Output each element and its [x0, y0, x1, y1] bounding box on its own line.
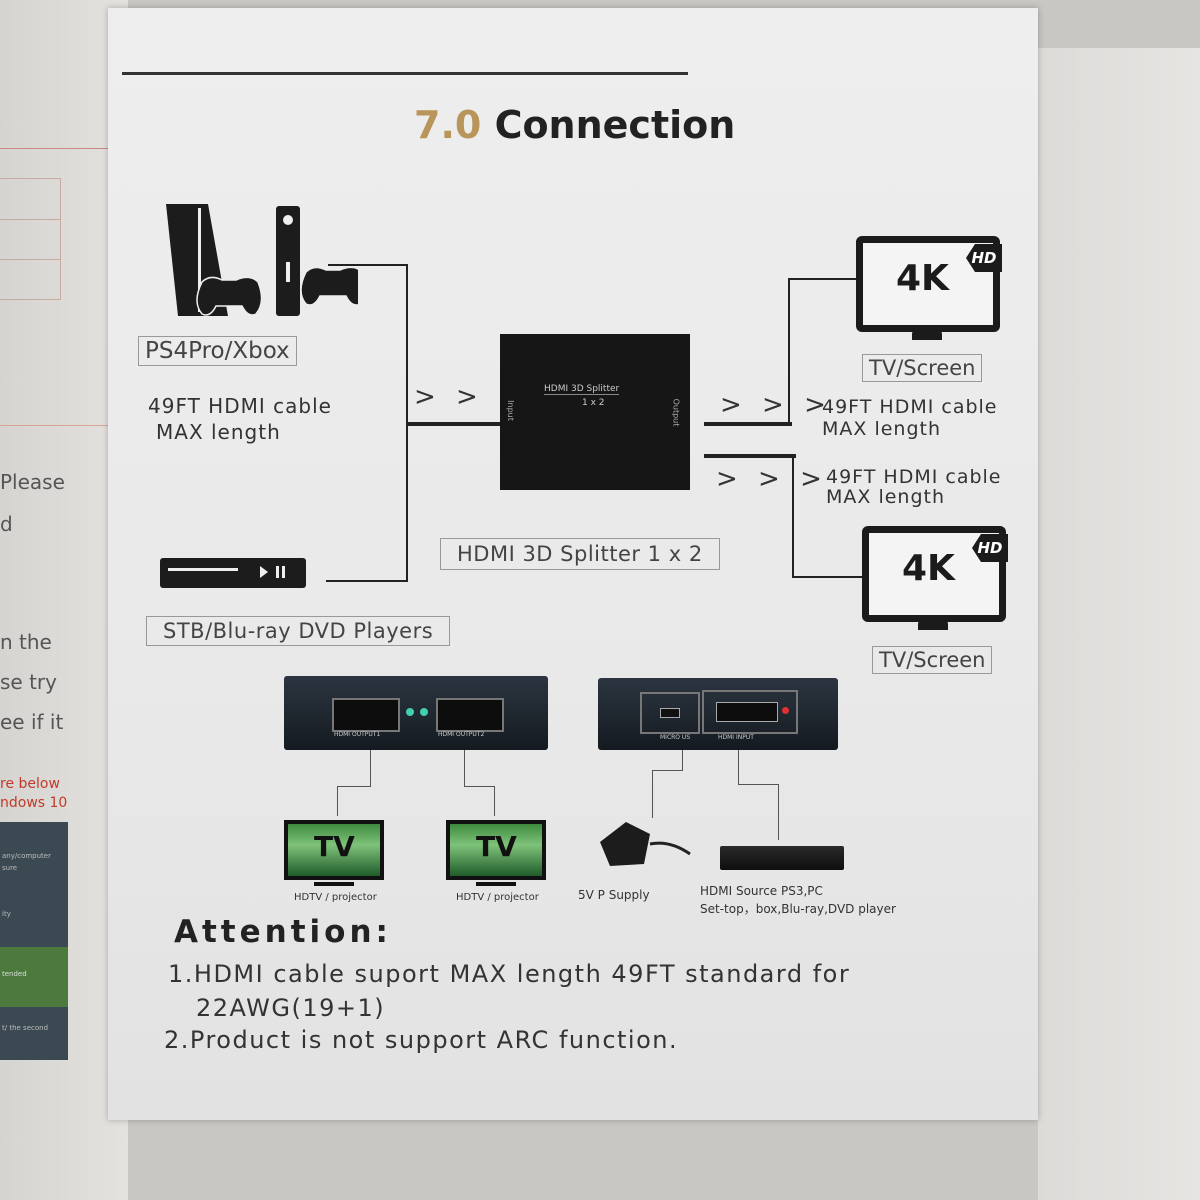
section-number: 7.0: [414, 103, 482, 147]
cable-note: MAX length: [822, 418, 942, 440]
thumb-text: t/ the second: [2, 1024, 49, 1032]
left-text: n the: [0, 630, 52, 654]
dvd-player-icon: [160, 558, 306, 588]
page-title: 7.0 Connection: [414, 103, 735, 147]
left-text: se try: [0, 670, 57, 694]
tv-text: TV: [476, 830, 517, 863]
screenshot-thumbnail: any/computer sure ity tended t/ the seco…: [0, 822, 68, 1060]
splitter-in-label: Input: [505, 400, 515, 421]
tv-4k-text: 4K: [902, 548, 955, 589]
port-label: HDMI OUTPUT1: [334, 731, 381, 738]
connector-line: [406, 422, 502, 426]
micro-usb-port: [640, 692, 700, 734]
hdmi-port: [436, 698, 504, 732]
left-text: Please: [0, 470, 65, 494]
thin-line: [337, 786, 338, 816]
hdtv-caption: HDTV / projector: [456, 892, 539, 903]
splitter-device: HDMI 3D Splitter 1 x 2 Input Output: [500, 334, 690, 490]
thumb-text: ity: [2, 910, 11, 918]
thin-line: [370, 750, 371, 786]
section-title: Connection: [494, 103, 736, 147]
connector-line: [792, 576, 864, 578]
connector-line: [328, 264, 408, 266]
thin-line: [778, 784, 779, 840]
thumb-text: tended: [2, 970, 27, 978]
connector-line: [326, 580, 408, 582]
source-caption: HDMI Source PS3,PC: [700, 884, 823, 898]
led-indicator: [406, 708, 414, 716]
top-rule: [122, 72, 688, 75]
cable-note: MAX length: [826, 486, 946, 508]
tv-text: TV: [314, 830, 355, 863]
attention-title: Attention:: [174, 914, 392, 950]
arrow-icon: > > >: [716, 464, 828, 494]
hdtv-icon: TV: [284, 820, 384, 890]
console-icon: [166, 204, 358, 316]
tv-label: TV/Screen: [872, 646, 993, 674]
tv-label: TV/Screen: [862, 354, 983, 382]
cable-note: MAX length: [156, 420, 281, 444]
thin-line: [652, 770, 653, 818]
cable-note: 49FT HDMI cable: [822, 396, 998, 418]
power-supply-icon: [600, 822, 691, 866]
previous-page-panel: Please d n the se try ee if it re below …: [0, 0, 128, 1200]
table-frame: [0, 178, 61, 300]
hdmi-port: [332, 698, 400, 732]
tv-4k-text: 4K: [896, 258, 949, 299]
thumb-highlight: [0, 947, 68, 1007]
thin-line: [682, 750, 683, 770]
connector-line: [704, 454, 796, 458]
left-red-text: re below: [0, 776, 60, 792]
connector-line: [788, 278, 860, 280]
divider: [0, 425, 115, 426]
attention-item: 2.Product is not support ARC function.: [164, 1026, 679, 1054]
arrow-icon: > > >: [720, 390, 832, 420]
connector-line: [788, 278, 790, 426]
source-caption: Set-top，box,Blu-ray,DVD player: [700, 902, 896, 916]
hdmi-source-icon: [720, 846, 844, 870]
port-label: HDMI INPUT: [718, 734, 754, 741]
thin-line: [738, 750, 739, 784]
attention-item: 22AWG(19+1): [196, 994, 386, 1022]
left-text: d: [0, 512, 13, 536]
cable-note: 49FT HDMI cable: [148, 394, 332, 418]
attention-item: 1.HDMI cable suport MAX length 49FT stan…: [168, 960, 851, 988]
splitter-label: HDMI 3D Splitter 1 x 2: [440, 538, 720, 570]
divider: [0, 148, 115, 149]
hdtv-caption: HDTV / projector: [294, 892, 377, 903]
next-page-panel: [1038, 48, 1200, 1200]
supply-caption: 5V P Supply: [578, 888, 650, 902]
player-label: STB/Blu-ray DVD Players: [146, 616, 451, 646]
thin-line: [738, 784, 778, 785]
manual-page: 7.0 Connection PS4Pro/Xbox 49FT HDMI cab…: [108, 8, 1038, 1120]
port-label: HDMI OUTPUT2: [438, 731, 485, 738]
thumb-text: any/computer: [2, 852, 51, 860]
tv-screen-icon: 4K HD: [862, 526, 1010, 630]
port-label: MICRO US: [660, 734, 691, 741]
splitter-input-photo: MICRO US HDMI INPUT: [598, 678, 838, 750]
led-indicator: [420, 708, 428, 716]
left-red-text: ndows 10: [0, 795, 68, 811]
thin-line: [652, 770, 683, 771]
connector-line: [792, 454, 794, 578]
tv-screen-icon: 4K HD: [856, 236, 1004, 340]
left-text: ee if it: [0, 710, 64, 734]
thumb-text: sure: [2, 864, 18, 872]
hd-badge: HD: [972, 534, 1008, 562]
splitter-out-label: Output: [671, 398, 681, 427]
splitter-face-title: HDMI 3D Splitter: [544, 384, 620, 395]
cable-note: 49FT HDMI cable: [826, 466, 1002, 488]
hdtv-icon: TV: [446, 820, 546, 890]
splitter-output-photo: HDMI OUTPUT1 HDMI OUTPUT2: [284, 676, 548, 750]
connector-line: [704, 422, 792, 426]
thin-line: [464, 786, 494, 787]
splitter-face-sub: 1 x 2: [582, 398, 605, 408]
thin-line: [464, 750, 465, 786]
console-label: PS4Pro/Xbox: [138, 336, 297, 366]
thin-line: [337, 786, 371, 787]
thin-line: [494, 786, 495, 816]
hdmi-input-port: [702, 690, 798, 734]
